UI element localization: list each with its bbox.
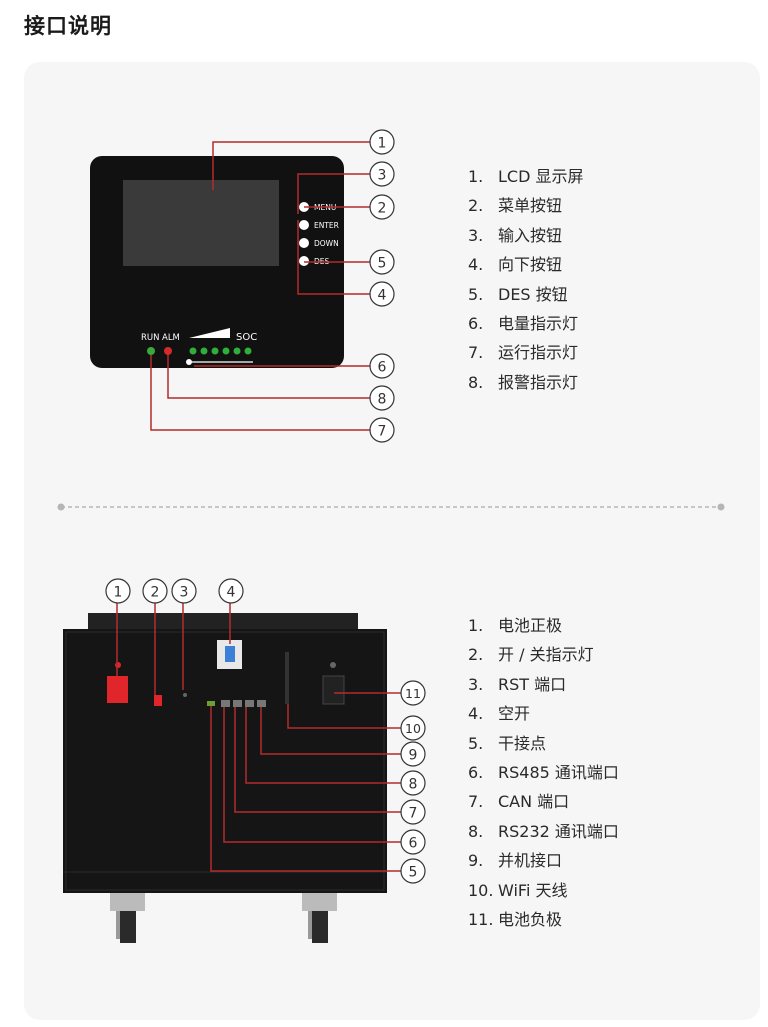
rear-callout-4: 4 [227,585,236,601]
callout-1: 1 [378,136,387,152]
soc-led [244,347,252,355]
legend-item: 7.CAN 端口 [468,792,570,812]
legend-item: 6.RS485 通讯端口 [468,762,619,782]
wheel-right [302,893,337,943]
alm-led [164,347,172,355]
negative-terminal [322,675,345,705]
parallel-port [257,700,266,707]
callout-7: 7 [378,424,387,440]
power-indicator [154,695,162,706]
legend-item: 11.电池负极 [468,909,563,929]
callout-4: 4 [378,288,387,304]
front-callouts: 1 3 2 5 4 6 8 7 [369,129,395,443]
run-label: RUN [141,333,160,343]
callout-8: 8 [378,392,387,408]
rs232-port [245,700,254,707]
legend-item: 5.DES 按钮 [468,284,568,304]
legend-item: 9.并机接口 [468,851,563,871]
alm-label: ALM [162,333,180,343]
rear-callout-7: 7 [409,806,418,822]
rear-callout-9: 9 [409,748,418,764]
top-cap [88,613,358,629]
button-down[interactable]: DOWN [299,238,339,248]
front-legend: 1.LCD 显示屏 2.菜单按钮 3.输入按钮 4.向下按钮 5.DES 按钮 … [468,162,584,397]
rear-callout-6: 6 [409,836,418,852]
soc-led [189,347,197,355]
legend-item: 8.报警指示灯 [468,372,579,392]
rear-callout-11: 11 [405,686,421,701]
soc-led [211,347,219,355]
soc-led [233,347,241,355]
can-port [233,700,242,707]
callout-2: 2 [378,201,387,217]
legend-item: 2.菜单按钮 [468,196,563,216]
legend-item: 4.向下按钮 [468,255,563,275]
soc-led [222,347,230,355]
legend-item: 8.RS232 通讯端口 [468,821,619,841]
soc-ramp-icon [189,328,230,338]
rear-callout-2: 2 [151,585,160,601]
rs485-port [221,700,230,707]
soc-leds [189,347,252,355]
legend-item: 1.LCD 显示屏 [468,167,584,186]
rear-callout-lines [116,603,401,872]
button-des[interactable]: DES [299,256,330,266]
enter-button-label: ENTER [314,221,339,230]
rear-callout-8: 8 [409,777,418,793]
run-led [147,347,155,355]
button-enter[interactable]: ENTER [299,220,339,230]
rear-callouts: 1 2 3 4 11 10 9 8 7 6 5 [105,578,426,884]
enter-button-dot[interactable] [299,220,309,230]
page-title: 接口说明 [24,14,112,38]
legend-item: 3.RST 端口 [468,674,567,694]
callout-6: 6 [378,360,387,376]
rst-port [183,693,187,697]
front-callout-lines [150,141,370,431]
callout-5: 5 [378,256,387,272]
lcd-screen [123,180,279,266]
section-divider [57,503,725,511]
legend-item: 4.空开 [468,704,531,724]
legend-item: 1.电池正极 [468,616,563,635]
legend-item: 7.运行指示灯 [468,343,579,363]
rear-panel [63,613,387,943]
legend-item: 3.输入按钮 [468,225,563,245]
callout-3: 3 [378,168,387,184]
rear-callout-5: 5 [409,865,418,881]
legend-item: 10.WiFi 天线 [468,880,568,900]
des-button-dot[interactable] [299,256,309,266]
soc-label: SOC [236,332,257,343]
rear-callout-3: 3 [180,585,189,601]
wheel-left [110,893,145,943]
down-button-dot[interactable] [299,238,309,248]
rear-callout-1: 1 [114,585,123,601]
legend-item: 5.干接点 [468,733,547,753]
legend-item: 2.开 / 关指示灯 [468,645,594,665]
breaker-switch [225,646,235,662]
down-button-label: DOWN [314,239,339,248]
dry-contact [207,701,215,706]
legend-item: 6.电量指示灯 [468,313,579,333]
positive-terminal [107,676,128,703]
wifi-antenna [285,652,289,704]
rear-callout-10: 10 [405,721,421,736]
rear-legend: 1.电池正极 2.开 / 关指示灯 3.RST 端口 4.空开 5.干接点 6.… [468,611,619,934]
soc-led [200,347,208,355]
